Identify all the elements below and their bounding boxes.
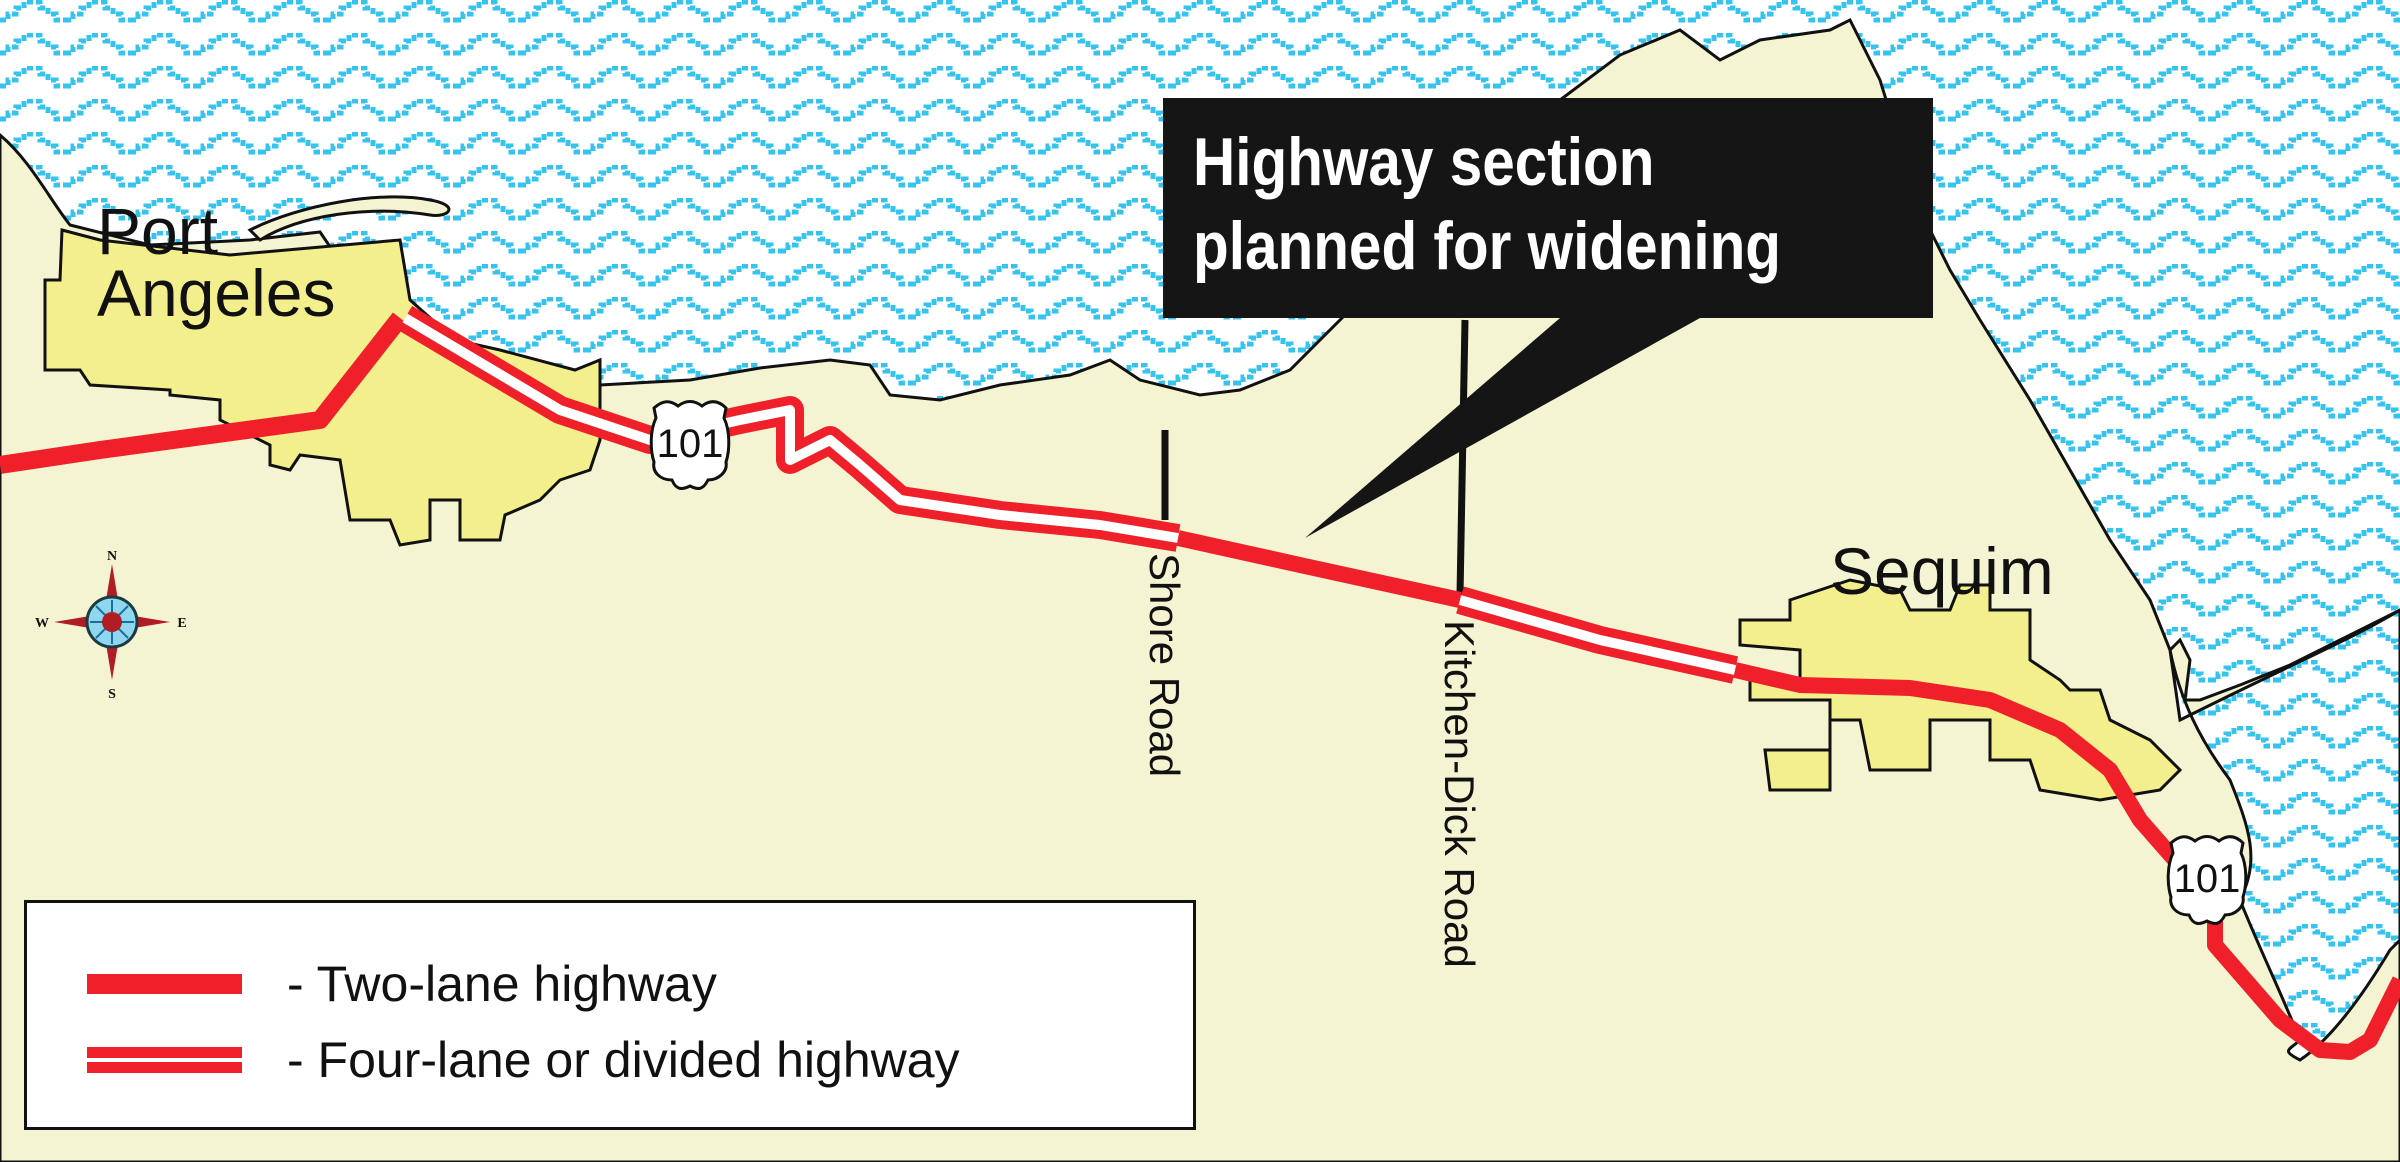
city-label-port-angeles: Port Angeles (97, 194, 336, 330)
legend: - Two-lane highway - Four-lane or divide… (24, 900, 1196, 1130)
svg-text:W: W (35, 616, 49, 631)
ediz-hook (247, 195, 451, 242)
us-101-shield-west: 101 (649, 400, 731, 490)
compass-rose-icon: N S W E (35, 549, 187, 702)
legend-label-two-lane: - Two-lane highway (287, 956, 717, 1012)
road-label-kitchen-dick-road: Kitchen-Dick Road (1436, 620, 1483, 968)
svg-text:N: N (107, 549, 117, 564)
two-lane-highway-swatch-icon (87, 974, 242, 994)
svg-text:S: S (108, 687, 116, 702)
city-area-port-angeles (43, 228, 602, 547)
svg-text:101: 101 (2174, 857, 2241, 901)
city-label-angeles: Angeles (97, 256, 336, 330)
callout-box: Highway section planned for widening (1163, 98, 1933, 318)
highway-two-lane-west (0, 312, 408, 474)
four-lane-highway-swatch-icon (87, 1047, 242, 1073)
city-label-sequim: Sequim (1830, 534, 2054, 608)
kitchen-dick-road-line (1456, 319, 1469, 596)
svg-text:E: E (177, 616, 186, 631)
svg-text:101: 101 (657, 422, 724, 466)
callout-line-1: Highway section (1193, 124, 1655, 200)
highway-four-lane (397, 305, 1739, 684)
legend-item-two-lane: - Two-lane highway (87, 955, 717, 1013)
legend-item-four-lane: - Four-lane or divided highway (87, 1031, 960, 1089)
legend-label-four-lane: - Four-lane or divided highway (287, 1032, 960, 1088)
road-label-shore-road: Shore Road (1141, 553, 1188, 778)
city-label-port: Port (97, 194, 219, 268)
us-101-shield-east: 101 (2166, 835, 2248, 925)
callout-pointer (1305, 318, 1700, 538)
callout-title: Highway section planned for widening (1193, 120, 1781, 288)
highway-two-lane-middle (1176, 530, 1462, 608)
callout-line-2: planned for widening (1193, 208, 1782, 284)
